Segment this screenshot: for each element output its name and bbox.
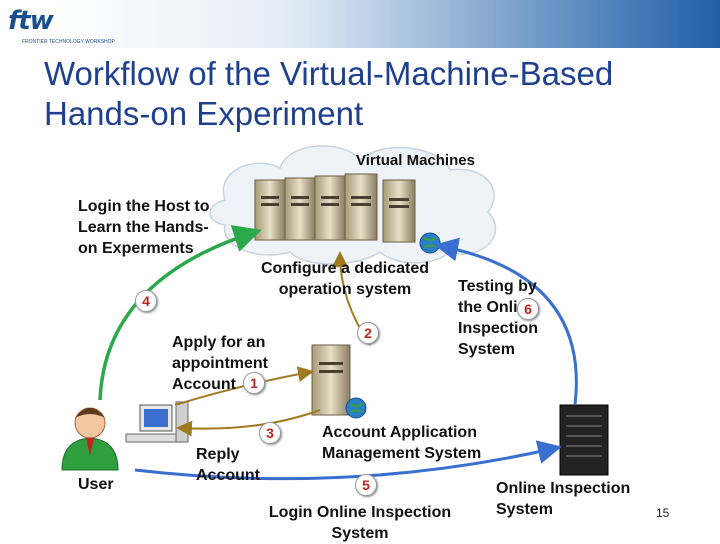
slide-title: Workflow of the Virtual-Machine-Based Ha… (44, 55, 614, 132)
arrow-testing (434, 237, 578, 406)
step-badge-6: 6 (517, 298, 539, 320)
label-configure: Configure a dedicated operation system (260, 260, 430, 298)
server-icon-vm2 (284, 177, 316, 241)
arrow-reply (176, 409, 321, 437)
computer-icon (125, 401, 189, 443)
step-badge-2: 2 (357, 322, 379, 344)
inspection-server-icon (559, 404, 609, 476)
server-icon-vm3 (314, 175, 346, 241)
label-login-online: Login Online Inspection System (268, 504, 452, 542)
label-virtual-machines: Virtual Machines (356, 152, 475, 169)
logo-subtitle: FRONTIER TECHNOLOGY WORKSHOP (22, 39, 115, 45)
step-badge-5: 5 (355, 474, 377, 496)
server-icon-vm1 (254, 179, 286, 241)
label-reply: Reply Account (196, 446, 260, 484)
page-number: 15 (656, 506, 670, 520)
step-badge-3: 3 (259, 422, 281, 444)
account-server-icon (311, 344, 367, 419)
label-login-host: Login the Host to Learn the Hands-on Exp… (78, 198, 210, 257)
label-online-inspection: Online Inspection System (496, 480, 631, 518)
server-icon-vm4 (344, 173, 378, 241)
arrow-apply (174, 366, 314, 406)
label-user: User (78, 476, 114, 493)
label-account-app: Account Application Management System (322, 424, 482, 462)
label-apply: Apply for an appointment Account (172, 334, 268, 393)
globe-icon-vm (419, 232, 441, 254)
ftw-logo: ftw FRONTIER TECHNOLOGY WORKSHOP (8, 6, 115, 46)
server-icon-vm5 (382, 179, 416, 243)
arrow-login-online (134, 440, 562, 481)
step-badge-1: 1 (243, 372, 265, 394)
globe-icon-account (345, 397, 367, 419)
user-avatar-icon (61, 407, 119, 471)
virtual-machine-servers (254, 173, 441, 254)
step-badge-4: 4 (135, 290, 157, 312)
label-testing: Testing by the Online Inspection System (458, 278, 539, 358)
logo-mark: ftw (8, 6, 54, 36)
header-band (0, 0, 720, 48)
